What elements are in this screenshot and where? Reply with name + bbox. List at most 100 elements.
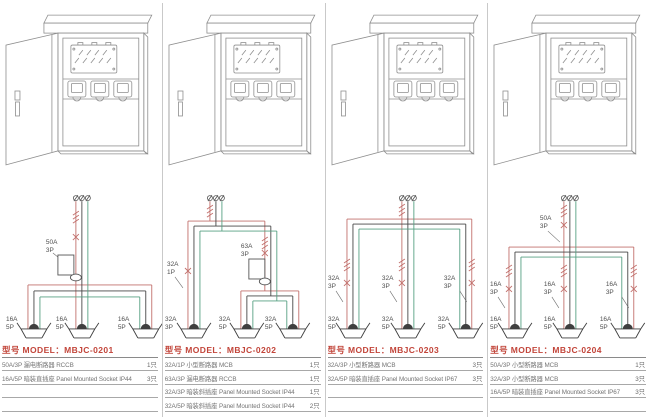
main-breaker-label: 63A [241,243,253,250]
main-breaker-poles: 3P [540,223,548,230]
branch-breaker-label: 16A [606,281,618,288]
spec-row: 32A/3P 暗装斜插座 Panel Mounted Socket IP44 1只 [164,385,321,399]
socket-poles: 5P [56,324,64,331]
wiring-diagram: 50A 3P 16A 3P 16A 3P 16A 3P 16A 5P 16A 5… [490,194,646,339]
socket-label: 32A [265,316,277,323]
spec-qty [157,410,158,411]
spec-row: 32A/1P 小型断路器 MCB 1只 [164,358,321,372]
socket-label: 32A [381,316,393,323]
main-breaker-label: 50A [540,215,552,222]
earth-wire [199,201,288,329]
panel-mbjc-0201: 50A 3P 16A 5P 16A 5P 16A 5P 型号 MODEL：MBJ… [0,3,163,417]
panel-mbjc-0204: 50A 3P 16A 3P 16A 3P 16A 3P 16A 5P 16A 5… [488,3,650,417]
conductor-ticks-icon [560,264,568,278]
model-title: 型号 MODEL：MBJC-0203 [327,344,484,358]
socket-icon [229,322,265,339]
phase-entry-icons [206,194,225,202]
spec-row [327,385,484,399]
branch-breaker-poles: 3P [490,289,498,296]
model-title: 型号 MODEL：MBJC-0204 [490,344,646,358]
spec-item: 50A/3P 小型断路器 MCB [490,362,559,370]
wiring-diagram: 32A 1P 63A 3P 32A 3P 32A 5P 32A 5P [165,194,311,339]
spec-item: 32A/1P 小型断路器 MCB [164,362,233,370]
conductor-ticks-icon [342,258,350,272]
spec-qty: 1只 [635,362,645,370]
main-breaker-label: 50A [46,239,58,246]
branch-breaker-label: 32A [167,261,179,268]
main-breaker-poles: 3P [241,251,249,258]
spec-item: 32A/3P 暗装斜插座 Panel Mounted Socket IP44 [164,389,295,397]
socket-icon [176,322,212,339]
socket-poles: 5P [437,324,445,331]
earth-wire [520,201,623,329]
spec-qty: 3只 [635,389,645,397]
branch-breaker-label: 16A [490,281,502,288]
socket-poles: 5P [327,324,335,331]
branch-breaker-poles: 3P [544,289,552,296]
live-wire [508,201,635,329]
distribution-box-icon [330,14,478,166]
spec-qty: 3只 [472,375,483,383]
socket-label: 16A [600,316,612,323]
socket-label: 16A [490,316,502,323]
socket-poles: 5P [6,324,14,331]
cabinet-drawing [493,14,641,166]
socket-poles: 5P [600,324,608,331]
spec-qty: 1只 [309,389,320,397]
spec-qty: 3只 [146,375,157,383]
spec-qty [157,396,158,397]
socket-poles: 5P [265,324,273,331]
conductor-ticks-icon [72,210,80,224]
socket-poles: 5P [544,324,552,331]
spec-qty: 1只 [309,362,320,370]
conductor-ticks-icon [397,203,405,217]
spec-row [2,398,158,412]
panel-mbjc-0203: 32A 3P 32A 3P 32A 3P 32A 5P 32A 5P 32A 5… [326,3,489,417]
branch-breaker-label: 32A [381,275,393,282]
spec-item: 16A/5P 暗装直插座 Panel Mounted Socket IP67 [490,389,621,397]
socket-icon [275,322,311,339]
phase-entry-icons [561,194,580,202]
spec-qty: 1只 [146,362,157,370]
branch-breaker-poles: 3P [327,283,335,290]
conductor-ticks-icon [560,204,568,218]
socket-label: 16A [6,316,18,323]
conductor-ticks-icon [505,264,513,278]
socket-icon [610,322,646,339]
socket-icon [128,322,162,339]
spec-qty: 3只 [472,362,483,370]
distribution-box-icon [168,14,316,166]
model-title: 型号 MODEL：MBJC-0202 [164,344,321,358]
socket-icon [334,322,370,339]
spec-row [2,385,158,399]
socket-icon [497,322,533,339]
spec-qty [482,396,483,397]
socket-poles: 5P [381,324,389,331]
conductor-ticks-icon [206,204,214,218]
socket-label: 16A [56,316,68,323]
neutral-wire [33,201,147,329]
spec-table: 型号 MODEL：MBJC-0204 50A/3P 小型断路器 MCB 1只 32… [488,343,650,412]
branch-breaker-label: 16A [544,281,556,288]
main-breaker-poles: 3P [46,247,54,254]
branch-breaker-label: 32A [443,275,455,282]
main-breaker-rccb [248,258,271,286]
socket-icon [447,322,483,339]
wiring-diagram: 50A 3P 16A 5P 16A 5P 16A 5P [6,194,162,339]
cabinet-drawing [5,14,153,166]
socket-label: 32A [327,316,339,323]
live-wire [187,201,299,329]
live-wire [346,201,472,329]
socket-label: 16A [118,316,130,323]
spec-qty: 3只 [635,375,645,383]
spec-row: 16A/5P 暗装直插座 Panel Mounted Socket IP67 3只 [490,385,646,399]
spec-item: 16A/5P 暗装直插座 Panel Mounted Socket IP44 [2,375,132,383]
